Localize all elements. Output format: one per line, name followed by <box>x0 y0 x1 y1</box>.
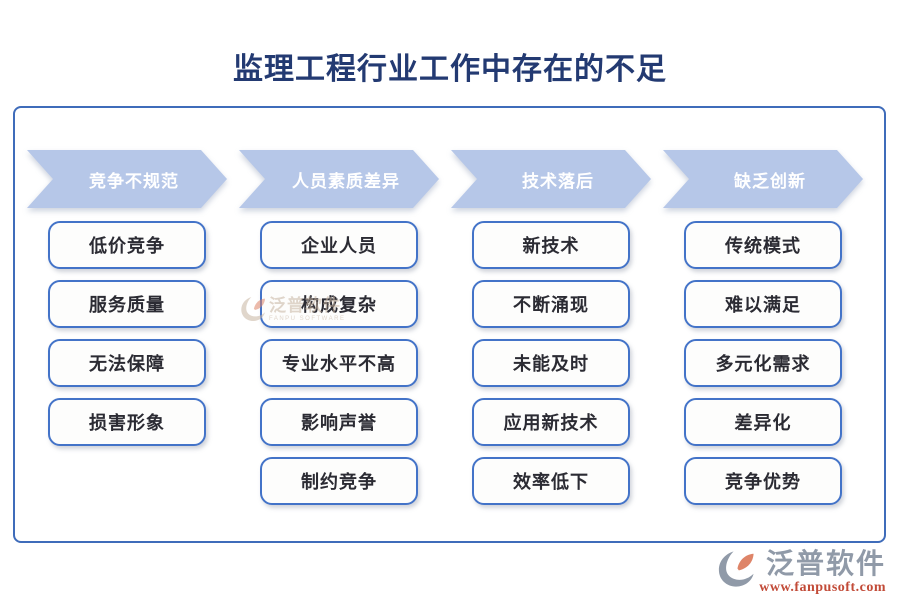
item-box: 企业人员 <box>260 221 418 269</box>
footer-url: www.fanpusoft.com <box>759 580 886 595</box>
column-technology: 技术落后 新技术 不断涌现 未能及时 应用新技术 效率低下 <box>451 150 651 505</box>
column-header-arrow: 人员素质差异 <box>239 150 439 208</box>
column-header-label: 缺乏创新 <box>663 150 863 208</box>
column-boxes: 企业人员 构成复杂 专业水平不高 影响声誉 制约竞争 <box>239 221 439 505</box>
item-box: 新技术 <box>472 221 630 269</box>
item-box: 难以满足 <box>684 280 842 328</box>
diagram-frame: 竞争不规范 低价竞争 服务质量 无法保障 损害形象 人员素质差异 企业人员 构成… <box>13 106 886 543</box>
item-box: 制约竞争 <box>260 457 418 505</box>
item-box: 构成复杂 <box>260 280 418 328</box>
column-header-arrow: 竞争不规范 <box>27 150 227 208</box>
column-header-label: 竞争不规范 <box>27 150 227 208</box>
item-box: 服务质量 <box>48 280 206 328</box>
column-boxes: 传统模式 难以满足 多元化需求 差异化 竞争优势 <box>663 221 863 505</box>
item-box: 差异化 <box>684 398 842 446</box>
column-header-label: 人员素质差异 <box>239 150 439 208</box>
item-box: 竞争优势 <box>684 457 842 505</box>
item-box: 多元化需求 <box>684 339 842 387</box>
page-title: 监理工程行业工作中存在的不足 <box>233 53 667 86</box>
item-box: 专业水平不高 <box>260 339 418 387</box>
item-box: 未能及时 <box>472 339 630 387</box>
column-personnel: 人员素质差异 企业人员 构成复杂 专业水平不高 影响声誉 制约竞争 <box>239 150 439 505</box>
column-boxes: 新技术 不断涌现 未能及时 应用新技术 效率低下 <box>451 221 651 505</box>
item-box: 效率低下 <box>472 457 630 505</box>
fanpu-leaf-logo-icon <box>717 550 755 588</box>
column-header-label: 技术落后 <box>451 150 651 208</box>
column-competition: 竞争不规范 低价竞争 服务质量 无法保障 损害形象 <box>27 150 227 446</box>
item-box: 传统模式 <box>684 221 842 269</box>
item-box: 损害形象 <box>48 398 206 446</box>
column-header-arrow: 技术落后 <box>451 150 651 208</box>
column-boxes: 低价竞争 服务质量 无法保障 损害形象 <box>27 221 227 446</box>
item-box: 影响声誉 <box>260 398 418 446</box>
footer-logo: 泛普软件 www.fanpusoft.com <box>717 550 886 595</box>
item-box: 应用新技术 <box>472 398 630 446</box>
item-box: 无法保障 <box>48 339 206 387</box>
column-header-arrow: 缺乏创新 <box>663 150 863 208</box>
item-box: 不断涌现 <box>472 280 630 328</box>
item-box: 低价竞争 <box>48 221 206 269</box>
footer-logo-text: 泛普软件 www.fanpusoft.com <box>759 550 886 595</box>
footer-brand: 泛普软件 <box>765 548 886 579</box>
column-innovation: 缺乏创新 传统模式 难以满足 多元化需求 差异化 竞争优势 <box>663 150 863 505</box>
